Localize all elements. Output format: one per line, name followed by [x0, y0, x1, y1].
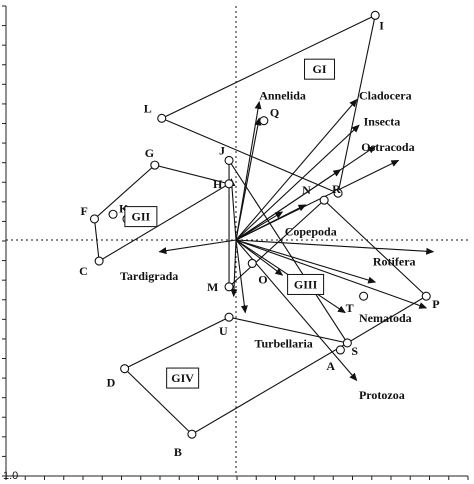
site-marker-q: [259, 116, 269, 126]
site-label-n: N: [302, 183, 311, 197]
site-label-u: U: [219, 324, 228, 338]
site-label-k: K: [119, 201, 129, 215]
vector-unlabeled-13: [235, 169, 342, 241]
site-marker-f: [89, 214, 100, 224]
site-marker-l: [157, 113, 167, 123]
vector-turbellaria: [235, 239, 248, 314]
site-label-d: D: [107, 376, 116, 390]
species-vectors: Annelida CladoceraInsectaOstracodaCopepod…: [120, 89, 435, 402]
site-label-c: C: [79, 264, 88, 278]
vector-unlabeled-10: [235, 117, 262, 241]
site-marker-a: [335, 345, 345, 355]
site-marker-k: [108, 209, 118, 219]
site-marker-r: [333, 188, 343, 198]
site-marker-c: [94, 256, 104, 266]
vector-label-ostracoda: Ostracoda: [361, 140, 414, 154]
site-label-g: G: [145, 146, 154, 160]
group-box-giv: [166, 367, 200, 389]
site-label-m: M: [207, 280, 218, 294]
site-label-o: O: [258, 272, 267, 286]
site-marker-u: [224, 312, 234, 322]
group-label-gii: GII: [132, 210, 151, 224]
site-label-t: T: [346, 301, 354, 315]
site-marker-t: [359, 291, 369, 301]
vector-label-turbellaria: Turbellaria: [255, 337, 313, 351]
axis-corner-label: 1.0: [3, 470, 18, 482]
vector-label-protozoa: Protozoa: [359, 388, 405, 402]
vector-label-rotifera: Rotifera: [373, 255, 416, 269]
vector-rotifera: [235, 239, 435, 255]
site-label-h: H: [213, 177, 223, 191]
vector-label-nematoda: Nematoda: [359, 311, 412, 325]
vector-label-copepoda: Copepoda: [285, 224, 337, 238]
vector-label-cladocera: Cladocera: [359, 89, 412, 103]
site-label-j: J: [219, 143, 225, 157]
site-marker-n: [319, 195, 329, 205]
plot-frame: [2, 5, 469, 480]
group-label-gi: GI: [313, 62, 327, 76]
group-boxes: GI GII GIII GIV: [124, 58, 336, 389]
group-box-gi: [304, 58, 336, 80]
site-marker-m: [224, 282, 234, 292]
group-label-giii: GIII: [294, 277, 318, 291]
site-marker-d: [120, 364, 130, 374]
vector-nematoda: [235, 239, 428, 309]
site-marker-j: [224, 155, 234, 165]
group-label-giv: GIV: [171, 371, 194, 385]
site-marker-b: [187, 429, 197, 439]
vector-tardigrada: [158, 239, 237, 255]
site-label-b: B: [174, 445, 182, 459]
vector-unlabeled-17: [235, 239, 377, 284]
vector-insecta: [235, 124, 360, 241]
vector-label-tardigrada: Tardigrada: [120, 269, 178, 283]
site-label-p: P: [432, 297, 439, 311]
site-label-l: L: [144, 101, 152, 115]
site-marker-i: [370, 10, 380, 20]
site-label-q: Q: [270, 106, 279, 120]
hull-gi: [160, 14, 376, 194]
group-box-giii: [287, 273, 325, 295]
vector-unlabeled-16: [235, 239, 284, 276]
vector-label-insecta: Insecta: [364, 114, 401, 128]
site-label-r: R: [332, 182, 341, 196]
group-box-gii: [124, 206, 158, 228]
site-label-i: I: [379, 18, 384, 32]
site-marker-p: [421, 291, 431, 301]
vector-unlabeled-18: [228, 178, 237, 241]
site-marker-s: [342, 338, 352, 348]
site-label-f: F: [80, 204, 87, 218]
vector-unlabeled-12: [235, 204, 307, 241]
site-marker-h: [224, 179, 234, 189]
site-label-s: S: [351, 344, 358, 358]
vector-cladocera: [235, 98, 358, 241]
site-label-a: A: [326, 359, 335, 373]
vector-label-annelida: Annelida: [259, 89, 306, 103]
site-marker-g: [150, 160, 160, 170]
site-marker-o: [247, 258, 257, 268]
vector-unlabeled-15: [230, 239, 238, 298]
